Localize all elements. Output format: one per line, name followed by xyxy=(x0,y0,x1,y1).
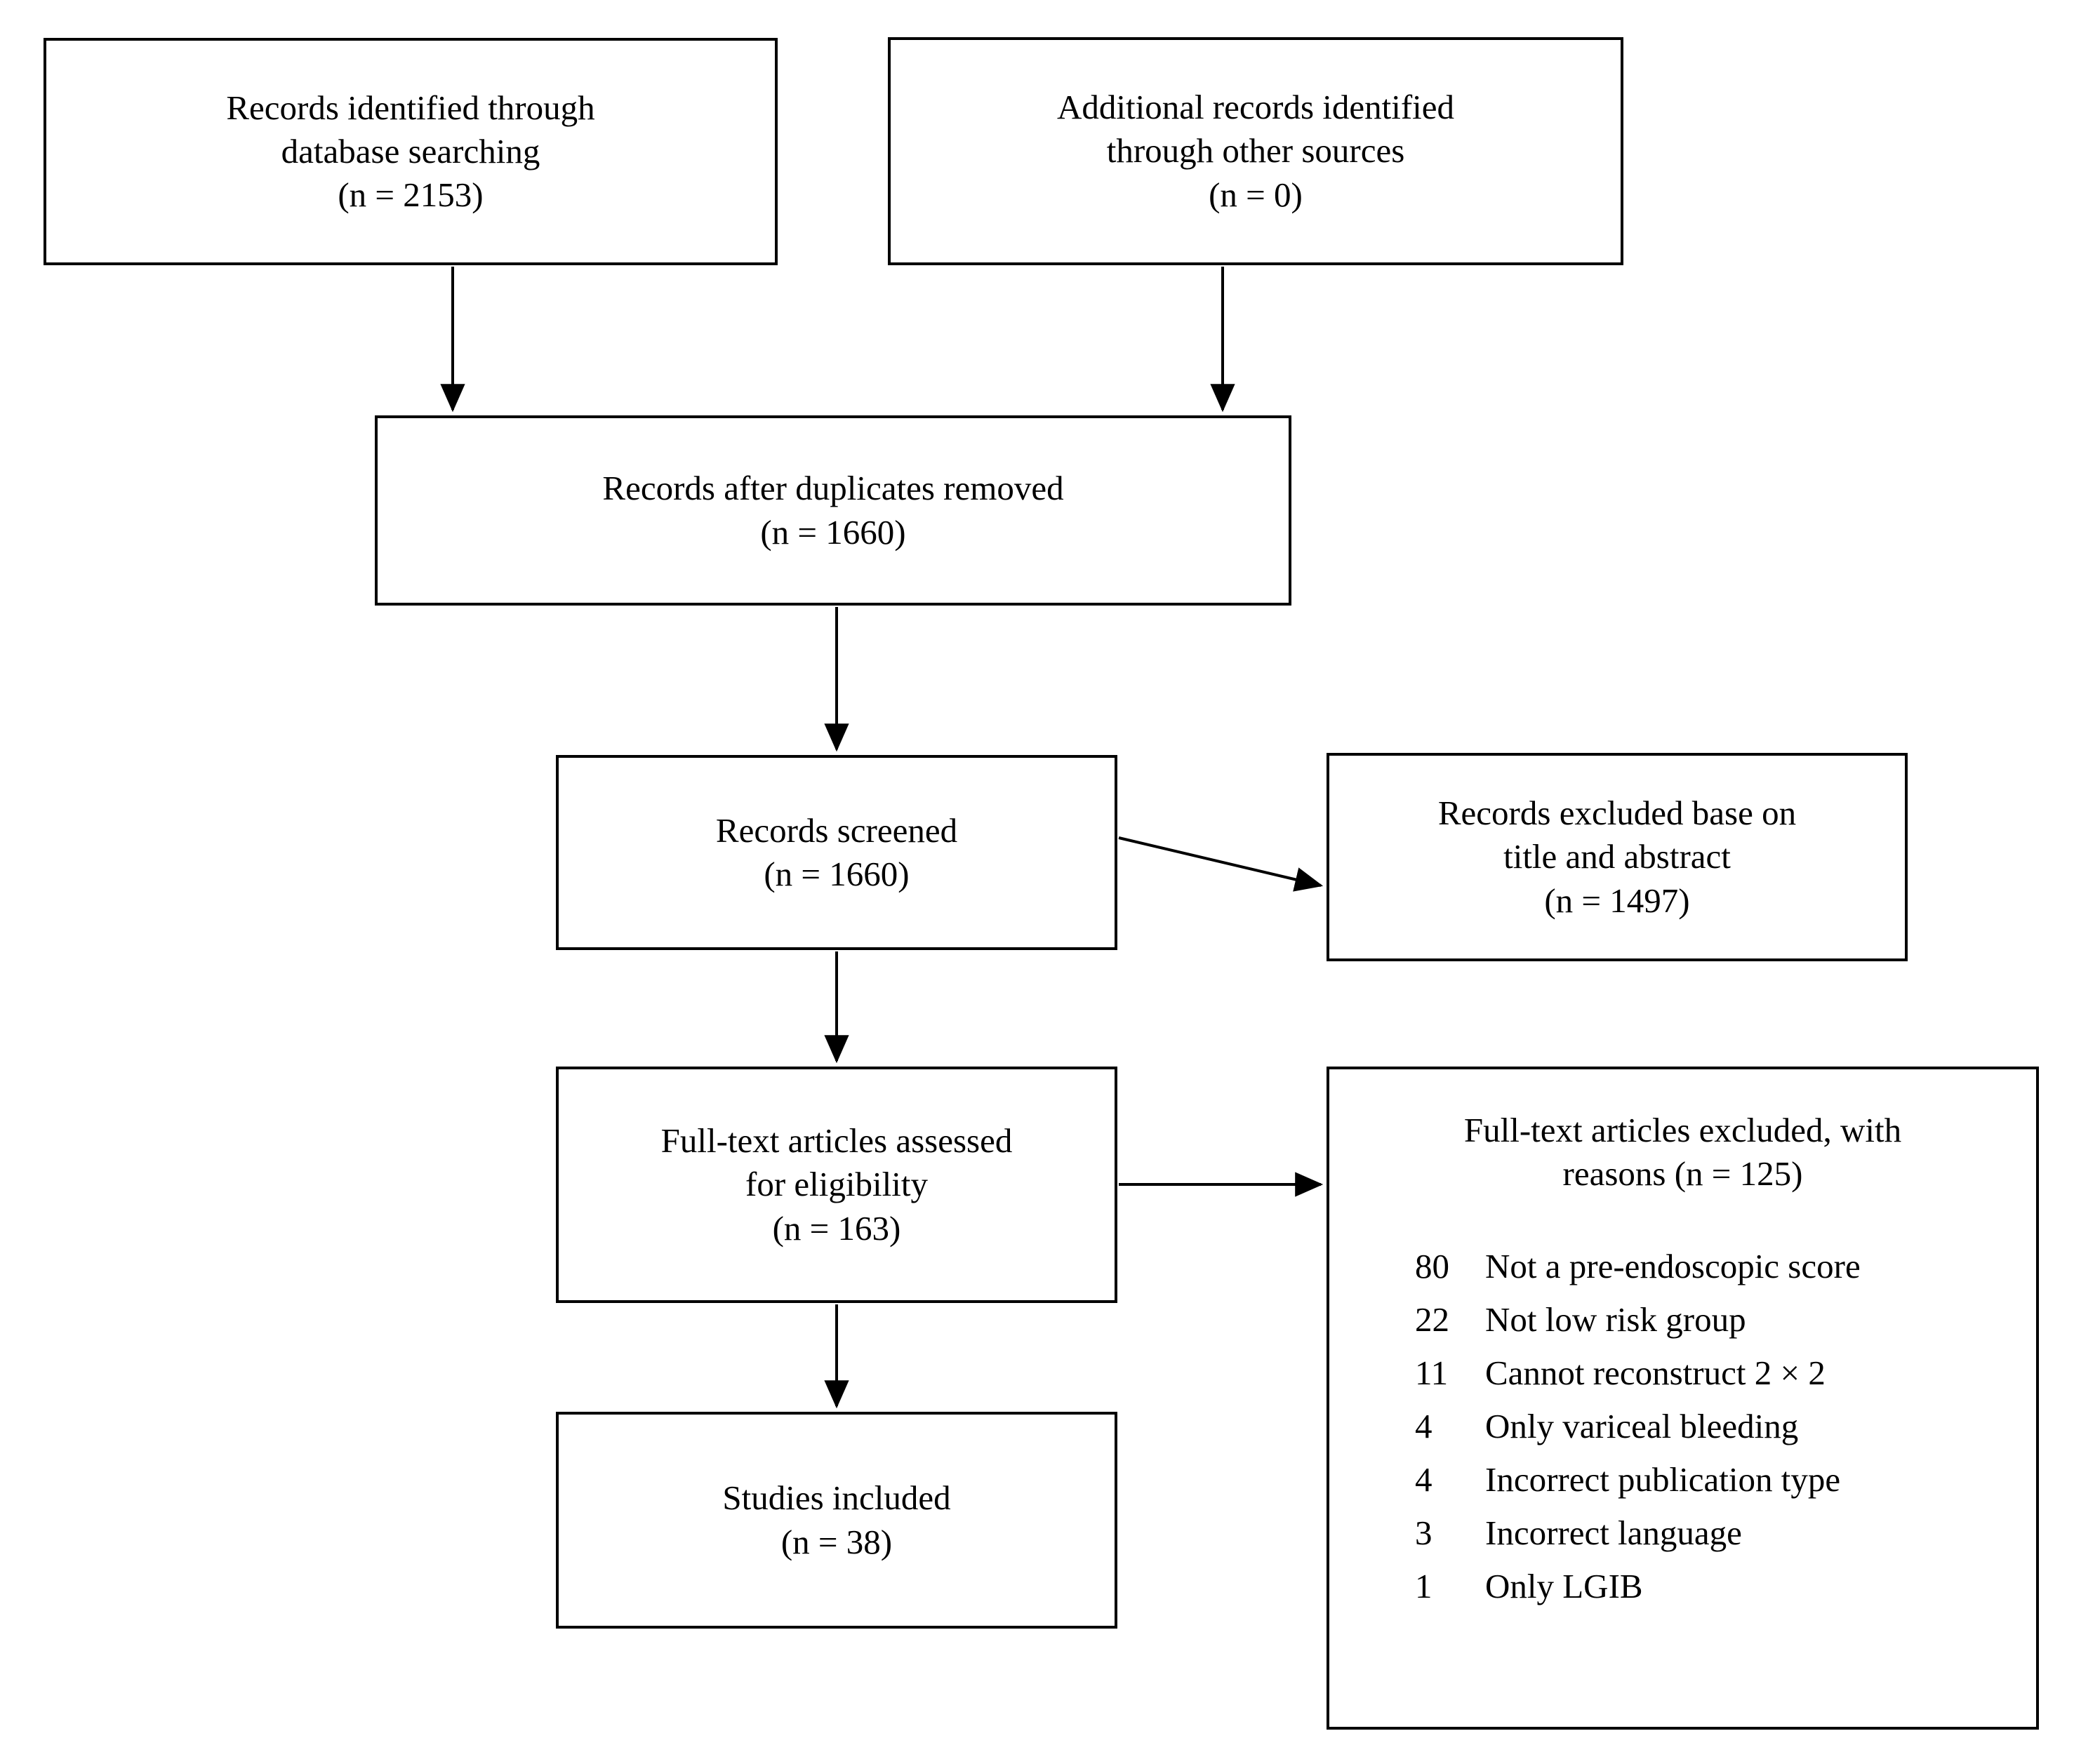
reasons-list: 80 Not a pre-endoscopic score 22 Not low… xyxy=(1329,1249,2036,1603)
box-studies-included: Studies included (n = 38) xyxy=(556,1412,1117,1629)
edge-screened-to-excluded-title-abstract xyxy=(1118,836,1324,892)
box-records-identified: Records identified through database sear… xyxy=(44,38,778,265)
reason-item: 4 Incorrect publication type xyxy=(1415,1462,2036,1497)
reasons-heading-count: reasons (n = 125) xyxy=(1562,1154,1803,1194)
box-line: Records after duplicates removed xyxy=(602,469,1064,508)
reason-count: 1 xyxy=(1415,1567,1432,1606)
box-count: (n = 1497) xyxy=(1544,881,1690,920)
box-records-screened: Records screened (n = 1660) xyxy=(556,755,1117,950)
reason-item: 80 Not a pre-endoscopic score xyxy=(1415,1249,2036,1283)
box-line: Records identified through xyxy=(226,88,595,127)
reason-item: 1 Only LGIB xyxy=(1415,1569,2036,1603)
reason-item: 11 Cannot reconstruct 2 × 2 xyxy=(1415,1356,2036,1390)
box-count: (n = 38) xyxy=(780,1522,893,1561)
reason-label: Only LGIB xyxy=(1485,1567,1643,1606)
reason-count: 80 xyxy=(1415,1247,1449,1286)
reason-count: 11 xyxy=(1415,1354,1449,1393)
box-records-excluded-title-abstract: Records excluded base on title and abstr… xyxy=(1327,753,1908,961)
reason-count: 4 xyxy=(1415,1460,1432,1499)
reasons-heading-line: Full-text articles excluded, with xyxy=(1463,1111,1902,1149)
box-line: Additional records identified xyxy=(1056,88,1455,127)
reason-label: Incorrect language xyxy=(1485,1514,1742,1553)
box-line: Full-text articles assessed xyxy=(660,1121,1013,1161)
box-count: (n = 2153) xyxy=(338,175,484,215)
box-line: for eligibility xyxy=(745,1165,928,1204)
reason-item: 22 Not low risk group xyxy=(1415,1302,2036,1337)
reason-item: 3 Incorrect language xyxy=(1415,1516,2036,1550)
box-line: Studies included xyxy=(722,1478,951,1518)
box-line: through other sources xyxy=(1106,131,1405,171)
box-records-after-duplicates-removed: Records after duplicates removed (n = 16… xyxy=(375,415,1291,606)
box-fulltext-articles-assessed: Full-text articles assessed for eligibil… xyxy=(556,1067,1117,1303)
box-count: (n = 1660) xyxy=(760,512,906,552)
reason-item: 4 Only variceal bleeding xyxy=(1415,1409,2036,1443)
reason-label: Incorrect publication type xyxy=(1485,1460,1841,1499)
reasons-heading: Full-text articles excluded, with reason… xyxy=(1329,1069,2036,1196)
reason-label: Not a pre-endoscopic score xyxy=(1485,1247,1861,1286)
reason-count: 22 xyxy=(1415,1300,1449,1339)
reason-label: Only variceal bleeding xyxy=(1485,1407,1799,1446)
box-line: database searching xyxy=(281,131,540,171)
box-count: (n = 1660) xyxy=(764,855,910,893)
box-fulltext-articles-excluded-with-reasons: Full-text articles excluded, with reason… xyxy=(1327,1067,2039,1730)
box-additional-records: Additional records identified through ot… xyxy=(888,37,1623,265)
box-count: (n = 0) xyxy=(1209,175,1303,214)
box-line: Records screened xyxy=(715,810,958,850)
reason-label: Not low risk group xyxy=(1485,1300,1746,1339)
box-line: Records excluded base on xyxy=(1437,794,1797,833)
reason-count: 4 xyxy=(1415,1407,1432,1446)
reason-count: 3 xyxy=(1415,1514,1432,1553)
reason-label: Cannot reconstruct 2 × 2 xyxy=(1485,1354,1826,1393)
box-count: (n = 163) xyxy=(772,1208,901,1248)
box-line: title and abstract xyxy=(1503,837,1731,876)
